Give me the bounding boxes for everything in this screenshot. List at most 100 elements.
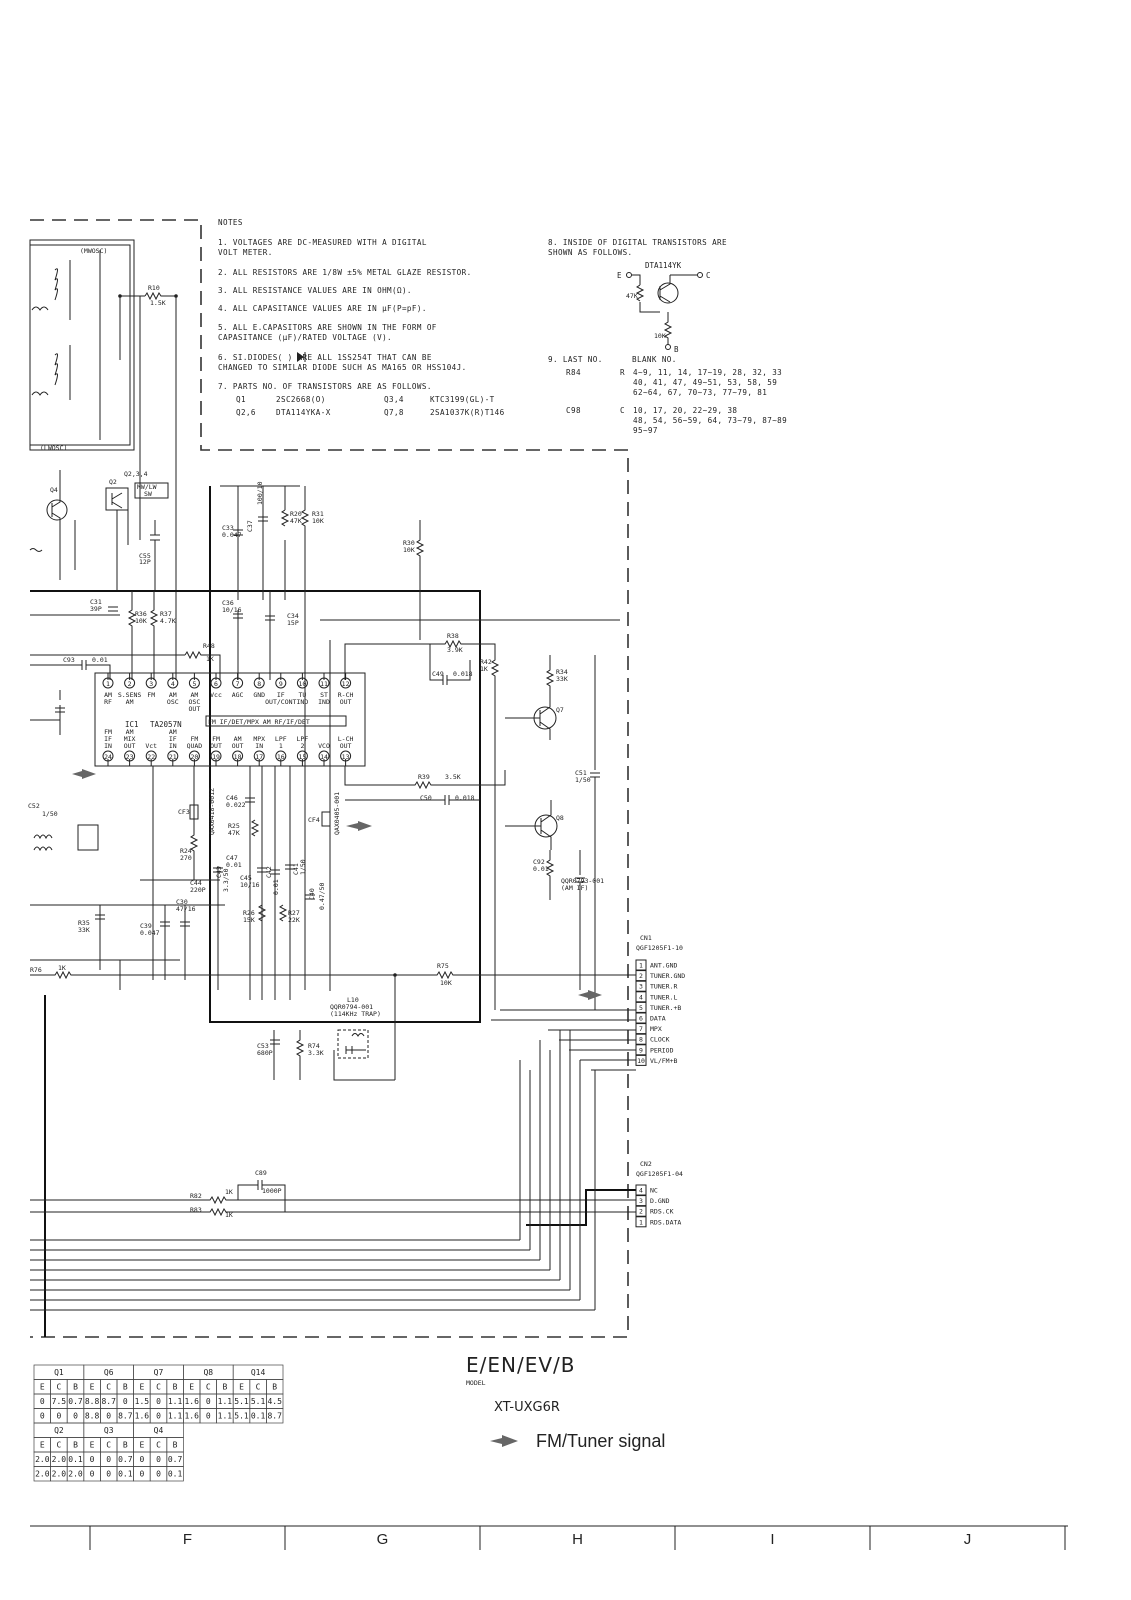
ic-pin-label: AGC	[232, 691, 244, 699]
c89-val: 1000P	[262, 1187, 282, 1195]
ic-pin-label: OUT	[340, 698, 352, 706]
ic-pin-number: 8	[257, 680, 261, 688]
note-line: 5. ALL E.CAPASITORS ARE SHOWN IN THE FOR…	[218, 323, 437, 332]
connector-pin-number: 3	[639, 983, 643, 991]
ic-pin	[340, 750, 352, 762]
ic-pin-label: IF	[104, 735, 112, 743]
label-mwosc: (MWOSC)	[80, 247, 107, 255]
connector-pin	[635, 1001, 647, 1013]
r30-ref: R30	[403, 539, 415, 547]
r34-val: 33K	[556, 675, 568, 683]
table-group-header: Q2	[54, 1426, 64, 1435]
table-cell: 2.0	[52, 1455, 67, 1464]
table-cell: 1.6	[184, 1397, 199, 1406]
c53-val: 680P	[257, 1049, 273, 1057]
transistor-part: KTC3199(GL)-T	[430, 395, 495, 404]
model-variants: E/EN/EV/B	[466, 1353, 576, 1377]
ic-pin-label: FM	[147, 691, 155, 699]
ic-support-circuit: C33 0.047 C37 100/10 R20 47K R31 10K R30…	[30, 481, 620, 1023]
prefix-r: R	[620, 368, 625, 377]
c45-ref: C45	[240, 874, 252, 882]
lower-ic-circuit: R39 3.5K C50 0.018 Q8 C92 0.01 QQR0793-0…	[28, 690, 604, 1000]
label-q2: Q2	[109, 478, 117, 486]
r37-val: 4.7K	[160, 617, 176, 625]
table-cell: 0	[206, 1412, 211, 1421]
connector-pin-label: D.GND	[650, 1197, 670, 1205]
table-group-header: Q1	[54, 1368, 64, 1377]
ic-pin-number: 2	[128, 680, 132, 688]
c93-val: 0.01	[92, 656, 108, 664]
ic-pin-number: 23	[126, 753, 134, 761]
r82-ref: R82	[190, 1192, 202, 1200]
table-cell: 0	[139, 1470, 144, 1479]
dta-b: B	[674, 345, 679, 354]
note-line: 7. PARTS NO. OF TRANSISTORS ARE AS FOLLO…	[218, 382, 432, 391]
connector-pin	[635, 980, 647, 992]
label-lwosc: (LWOSC)	[40, 444, 67, 452]
connector-pin-label: TUNER.L	[650, 993, 677, 1001]
table-group-header: Q3	[104, 1426, 114, 1435]
table-cell: C	[256, 1383, 261, 1392]
table-cell: E	[239, 1383, 244, 1392]
c37-ref: C37	[246, 520, 254, 532]
transistor-ref: Q7,8	[384, 408, 404, 417]
column-label: H	[572, 1531, 583, 1548]
label-mwlw: MW/LW	[137, 483, 157, 491]
table-cell: 1.1	[218, 1412, 233, 1421]
diode-icon	[297, 352, 306, 362]
table-cell: 0	[156, 1412, 161, 1421]
note-line: BLANK NO.	[632, 355, 677, 364]
table-cell: 0	[90, 1470, 95, 1479]
ic-pin-label: IN	[104, 742, 112, 750]
r48-val: 1K	[206, 655, 214, 663]
table-cell: 1.5	[135, 1397, 150, 1406]
c47-val: 0.01	[226, 861, 242, 869]
r31-ref: R31	[312, 510, 324, 518]
ic-pin-number: 21	[169, 753, 177, 761]
ic-pin-number: 5	[192, 680, 196, 688]
connector-pin-label: NC	[650, 1187, 658, 1195]
ic-pin-number: 14	[320, 753, 328, 761]
ic-pin	[145, 677, 157, 689]
ic-pin-number: 11	[320, 680, 328, 688]
table-cell: E	[90, 1383, 95, 1392]
ic-pin-label: MIX	[124, 735, 136, 743]
ic-pin-label: MPX	[253, 735, 265, 743]
note-line: 4. ALL CAPASITANCE VALUES ARE IN μF(P=pF…	[218, 304, 427, 313]
ic-pin	[210, 677, 222, 689]
table-cell: C	[56, 1441, 61, 1450]
ic-pin	[124, 750, 136, 762]
ic-pin	[167, 677, 179, 689]
c55-ref: C55	[139, 552, 151, 560]
fm-signal-arrows	[72, 769, 602, 1000]
c46-val: 0.022	[226, 801, 246, 809]
r82-val: 1K	[225, 1188, 233, 1196]
ic-pin	[102, 677, 114, 689]
c44-val: 220P	[190, 886, 206, 894]
am-if: 1/50	[42, 810, 58, 818]
dashed-block-outline	[30, 219, 629, 1338]
ic-pin	[167, 750, 179, 762]
table-cell: B	[123, 1383, 128, 1392]
r34-ref: R34	[556, 668, 568, 676]
r25-ref: R25	[228, 822, 240, 830]
ic-pin-label: AM	[126, 728, 134, 736]
note-line: SHOWN AS FOLLOWS.	[548, 248, 633, 257]
connector-pin-number: 2	[639, 972, 643, 980]
connector-pin	[635, 1184, 647, 1196]
c44-ref: C44	[190, 879, 202, 887]
r83-val: 1K	[225, 1211, 233, 1219]
c50-ref: C50	[420, 794, 432, 802]
last-no-r: R84	[566, 368, 581, 377]
ic-pin	[253, 677, 265, 689]
table-cell: B	[272, 1383, 277, 1392]
table-cell: 8.7	[118, 1412, 133, 1421]
table-cell: 0	[106, 1455, 111, 1464]
table-cell: 1.6	[184, 1412, 199, 1421]
table-cell: B	[222, 1383, 227, 1392]
ic-pin	[188, 750, 200, 762]
ic-pin-label: TU	[298, 691, 306, 699]
c34-ref: C34	[287, 612, 299, 620]
